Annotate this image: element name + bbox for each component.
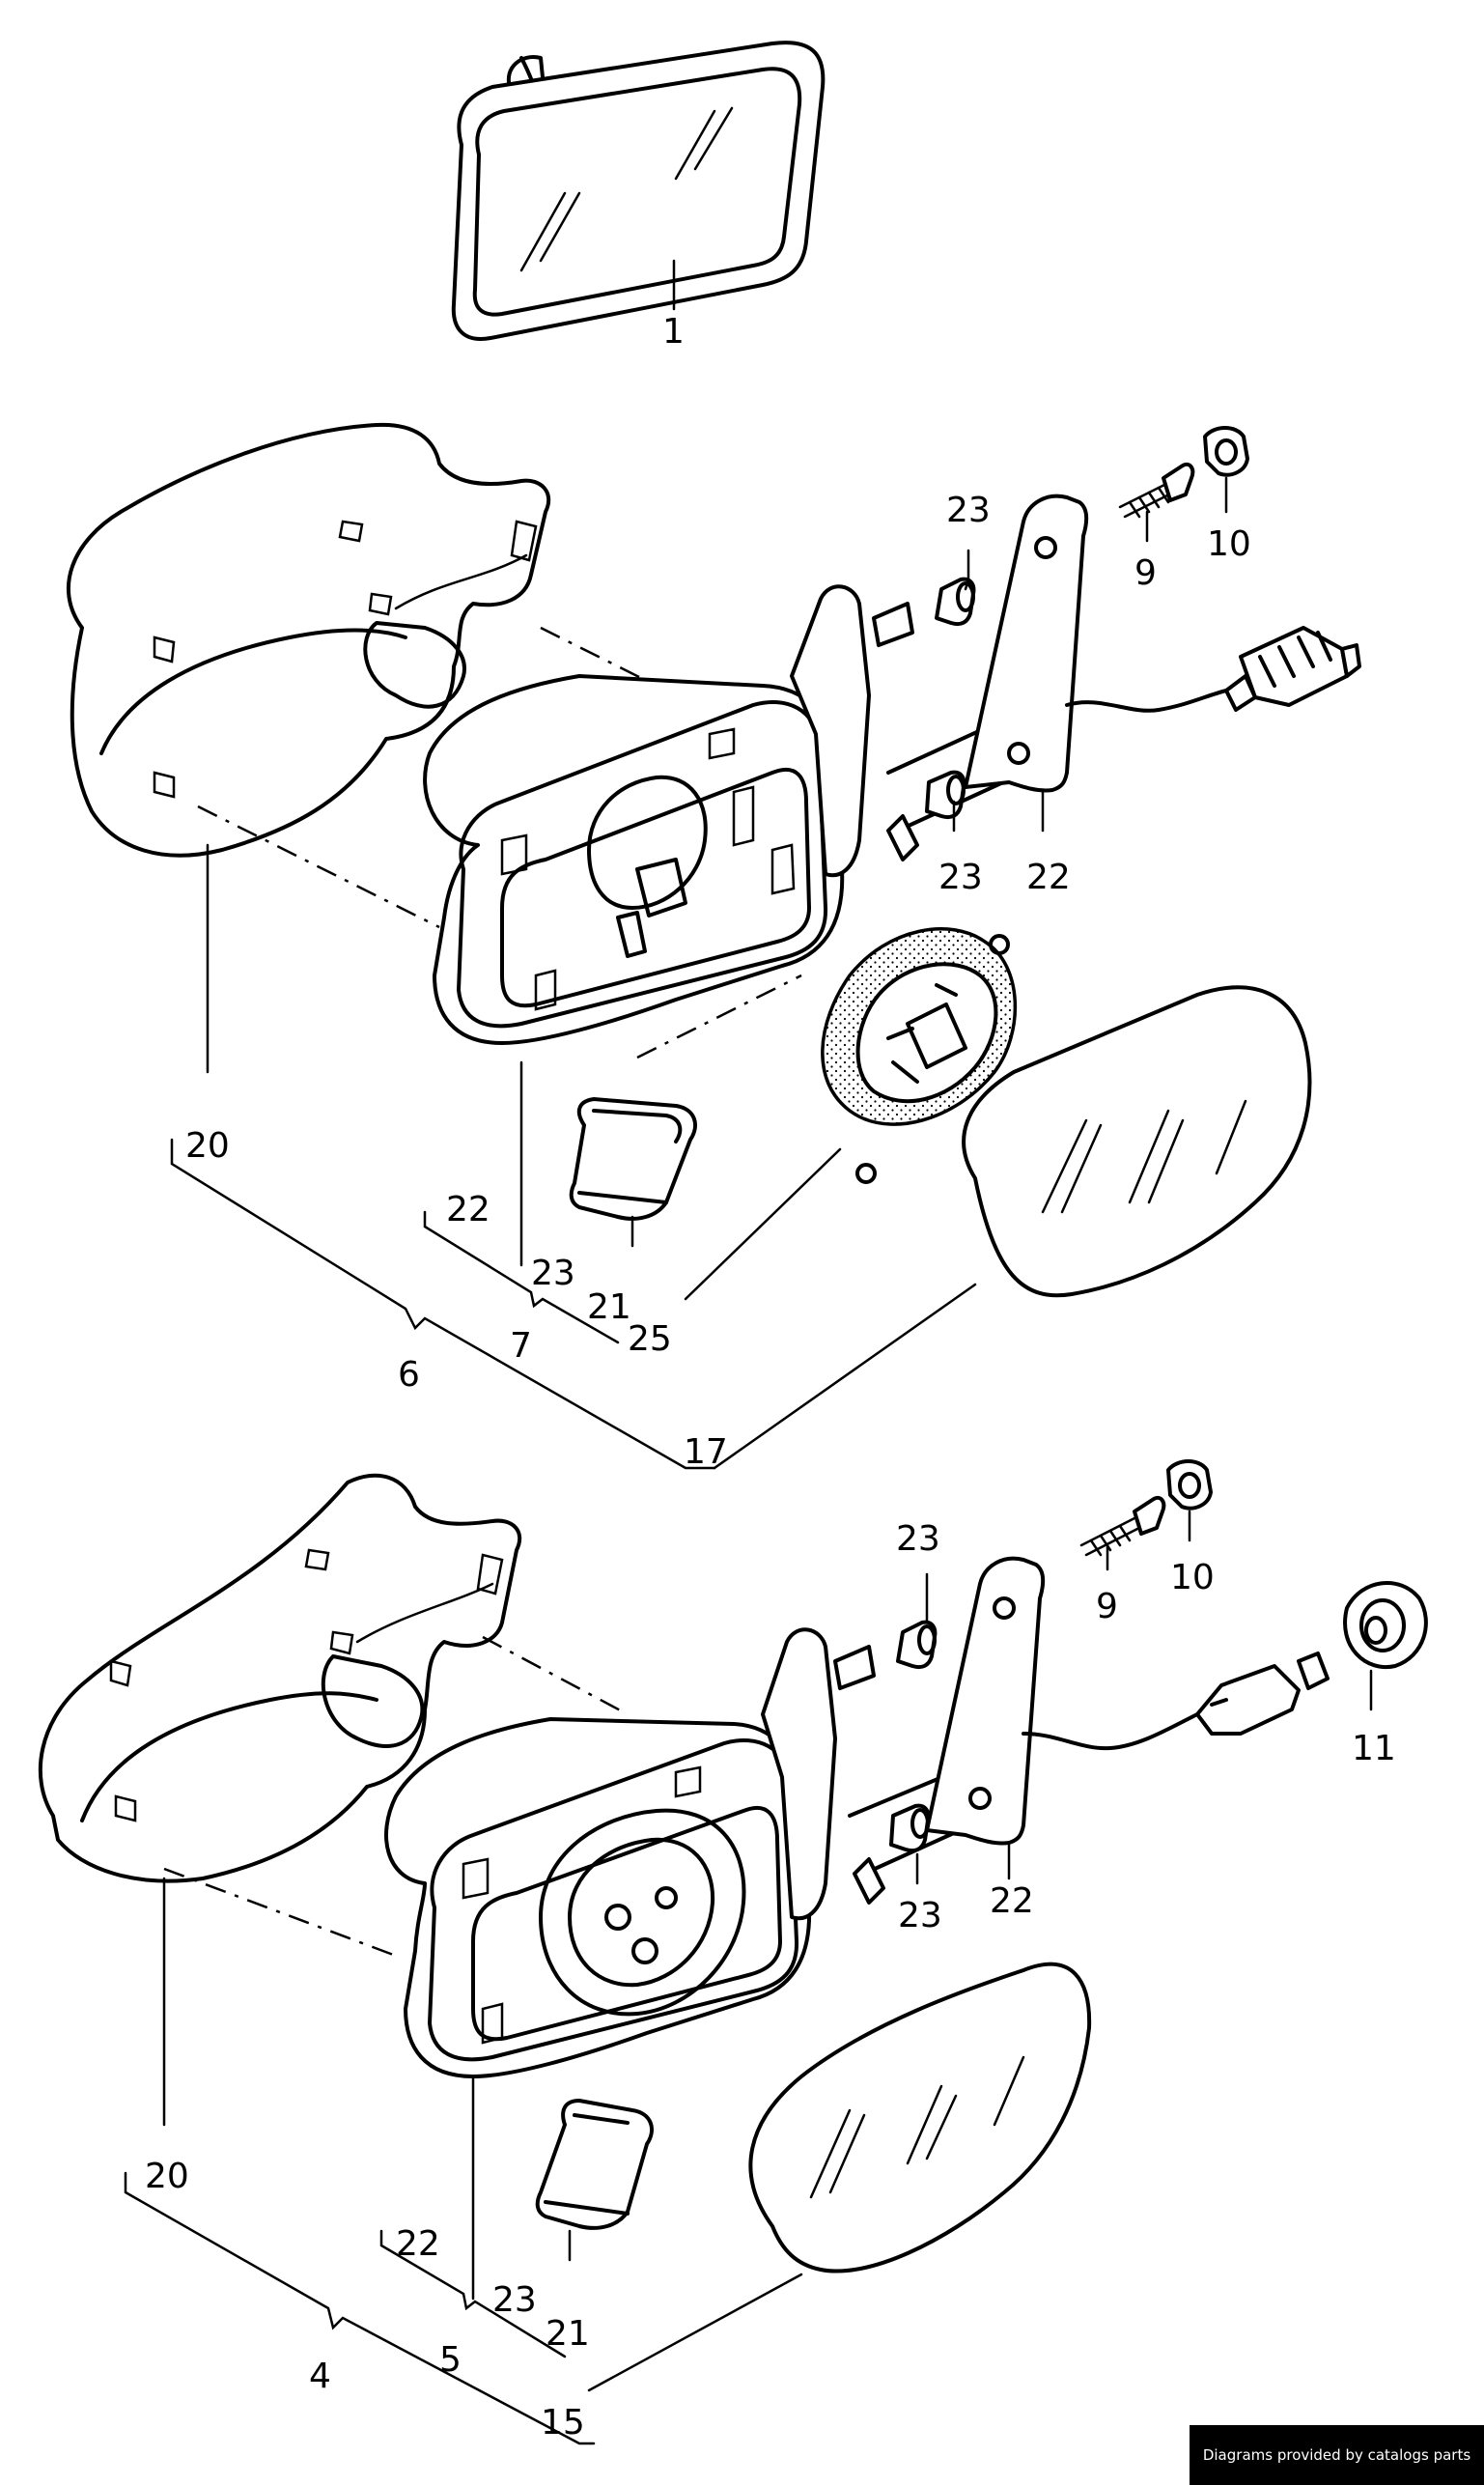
grommet-upper-b <box>925 770 966 820</box>
callout-20-lower: 20 <box>145 2157 189 2196</box>
lower-mirror-assembly <box>38 1459 1428 2445</box>
upper-mirror-assembly <box>66 422 1361 1470</box>
mirror-glass-upper <box>962 985 1312 1298</box>
callout-4: 4 <box>309 2357 331 2396</box>
callout-23-upper-b: 23 <box>938 858 983 897</box>
callout-5: 5 <box>439 2340 462 2380</box>
mirror-glass-lower <box>748 1962 1092 2273</box>
callout-21-lower: 21 <box>546 2314 590 2354</box>
callout-22-lower-b: 22 <box>396 2224 440 2264</box>
grommet-lower-a <box>896 1620 938 1670</box>
callout-23-upper-a: 23 <box>946 491 991 530</box>
grommet-lower-b <box>889 1803 931 1853</box>
screw-upper <box>1118 462 1195 519</box>
connector-plug-upper <box>1224 626 1361 712</box>
callout-23-lower-b: 23 <box>898 1896 942 1935</box>
nut-lower <box>1166 1459 1213 1511</box>
callout-labels: 1 23 9 10 23 22 20 22 23 21 25 6 7 17 23… <box>145 312 1396 2443</box>
gasket-upper <box>964 494 1228 793</box>
nut-upper <box>1203 426 1249 477</box>
cover-cap-upper <box>569 1097 697 1221</box>
callout-9-lower: 9 <box>1096 1587 1118 1626</box>
housing-cover-lower <box>38 1473 522 1883</box>
callout-10-upper: 10 <box>1207 524 1251 564</box>
adjustment-motor-upper <box>821 927 1018 1184</box>
interior-mirror <box>451 41 826 341</box>
heater-connector-lower <box>1195 1652 1330 1736</box>
callout-21-upper: 21 <box>587 1287 631 1327</box>
callout-23-lower-c: 23 <box>492 2280 537 2320</box>
cover-cap-lower <box>535 2099 654 2230</box>
mirror-base-lower <box>384 1627 977 2078</box>
callout-1: 1 <box>662 312 685 352</box>
callout-20-upper: 20 <box>185 1126 230 1166</box>
callout-25: 25 <box>628 1319 672 1359</box>
callout-17: 17 <box>684 1432 728 1472</box>
callout-23-lower-a: 23 <box>896 1519 940 1559</box>
callout-22-upper-a: 22 <box>1026 858 1071 897</box>
callout-10-lower: 10 <box>1170 1558 1215 1597</box>
callout-15: 15 <box>541 2403 585 2443</box>
callout-22-upper-b: 22 <box>446 1190 490 1229</box>
screw-lower <box>1079 1495 1166 1557</box>
credit-banner: Diagrams provided by catalogs parts <box>1190 2425 1484 2485</box>
housing-cover-upper <box>66 422 551 858</box>
callout-22-lower-a: 22 <box>990 1881 1034 1921</box>
callout-11: 11 <box>1352 1729 1396 1768</box>
callout-9-upper: 9 <box>1134 553 1157 593</box>
callout-6: 6 <box>398 1355 420 1395</box>
callout-23-upper-c: 23 <box>531 1254 575 1293</box>
bulb-socket-lower <box>1343 1581 1428 1670</box>
callout-7: 7 <box>510 1326 532 1366</box>
grommet-upper-a <box>935 577 976 627</box>
gasket-lower <box>925 1556 1199 1846</box>
mirror-base-upper <box>423 584 1016 1045</box>
